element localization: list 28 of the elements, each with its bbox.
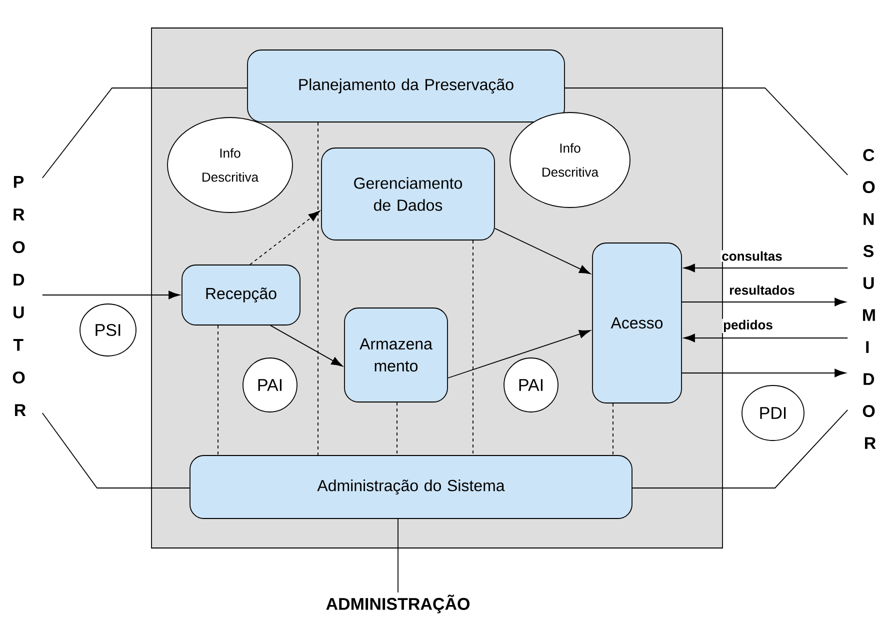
actor-label: PRODUTOR — [12, 176, 26, 416]
edge-label: resultados — [728, 284, 796, 296]
arrow — [682, 368, 846, 378]
arrow — [494, 228, 591, 274]
arrow — [448, 330, 591, 378]
dashed-line — [472, 240, 474, 456]
arrow — [684, 264, 848, 272]
edge-label: pedidos — [722, 318, 774, 334]
arrow — [682, 298, 846, 306]
arrow — [684, 334, 848, 342]
actor-label: CONSUMIDOR — [862, 149, 876, 449]
arrow — [270, 325, 343, 366]
connector-line — [42, 412, 190, 488]
dashed-line — [396, 402, 398, 456]
edge-label: consultas — [720, 250, 784, 262]
process-box: Armazena mento — [344, 308, 448, 402]
process-box: Recepção — [182, 264, 300, 326]
connector-line — [42, 88, 248, 178]
arrow — [250, 210, 320, 265]
dashed-line — [612, 403, 614, 456]
process-box: Acesso — [592, 242, 682, 404]
connector-line — [564, 88, 848, 176]
arrow — [42, 290, 180, 300]
actor-label: ADMINISTRAÇÃO — [326, 594, 470, 614]
process-box: Administração do Sistema — [190, 455, 632, 519]
connector-line — [632, 410, 848, 488]
process-box: Planejamento da Preservação — [247, 50, 565, 122]
process-box: Gerenciamento de Dados — [321, 148, 495, 240]
